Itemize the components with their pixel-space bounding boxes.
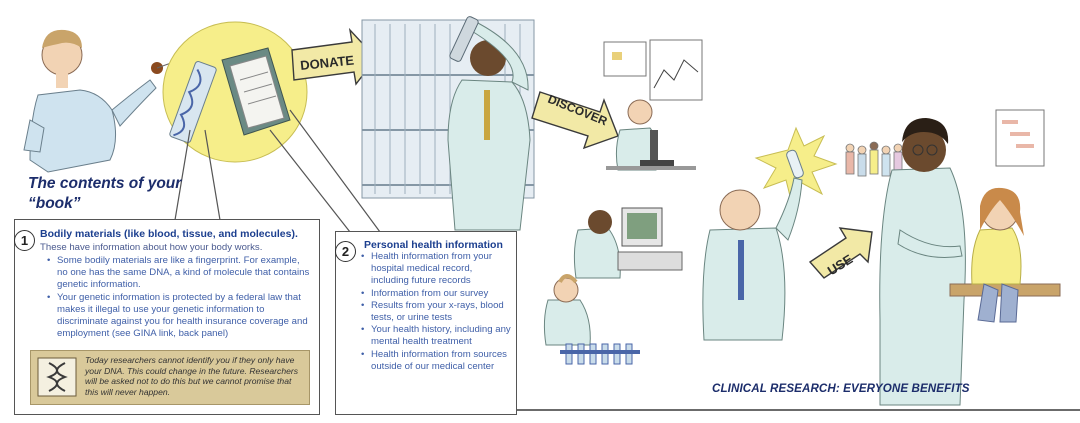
- page-heading: The contents of your “book”: [28, 175, 182, 212]
- box2-title: Personal health information: [364, 239, 503, 251]
- note-text: Today researchers cannot identify you if…: [85, 355, 299, 397]
- lab-technician: [447, 16, 531, 231]
- discover-arrow: DISCOVER: [531, 91, 619, 150]
- box1-bullets: Some bodily materials are like a fingerp…: [46, 255, 310, 340]
- box2-bullet: Information from our survey: [360, 288, 512, 300]
- dna-icon: [37, 357, 77, 397]
- pipette-researcher: [543, 274, 640, 365]
- microscope-researcher: [606, 99, 696, 171]
- box2-bullet: Health information from sources outside …: [360, 349, 512, 373]
- crowd-people: [845, 141, 903, 177]
- dna-privacy-note: Today researchers cannot identify you if…: [30, 350, 310, 405]
- box1-bullet: Some bodily materials are like a fingerp…: [46, 255, 310, 292]
- use-arrow: USE: [808, 227, 873, 279]
- child-patient: [949, 187, 1061, 323]
- box2-bullet: Your health history, including any menta…: [360, 324, 512, 348]
- box2-bullets: Health information from your hospital me…: [360, 251, 512, 373]
- computer-researcher: [573, 207, 683, 279]
- box1-number: 1: [14, 230, 35, 251]
- box2-bullet: Results from your x-rays, blood tests, o…: [360, 300, 512, 324]
- discovery-starburst: [702, 126, 838, 341]
- donate-label: DONATE: [299, 52, 355, 73]
- wall-charts: [603, 39, 703, 101]
- box1-title: Bodily materials (like blood, tissue, an…: [40, 228, 298, 240]
- donor-person: [23, 29, 186, 173]
- baseline-divider: [517, 409, 1080, 411]
- box2-number: 2: [335, 241, 356, 262]
- wall-chart-right: [995, 109, 1045, 167]
- doctor: [879, 118, 966, 406]
- box2-bullet: Health information from your hospital me…: [360, 251, 512, 288]
- book-contents-bubble: [162, 21, 308, 163]
- footer-caption: CLINICAL RESEARCH: EVERYONE BENEFITS: [712, 382, 970, 395]
- box1-bullet: Your genetic information is protected by…: [46, 292, 310, 341]
- box1-subtitle: These have information about how your bo…: [40, 242, 263, 253]
